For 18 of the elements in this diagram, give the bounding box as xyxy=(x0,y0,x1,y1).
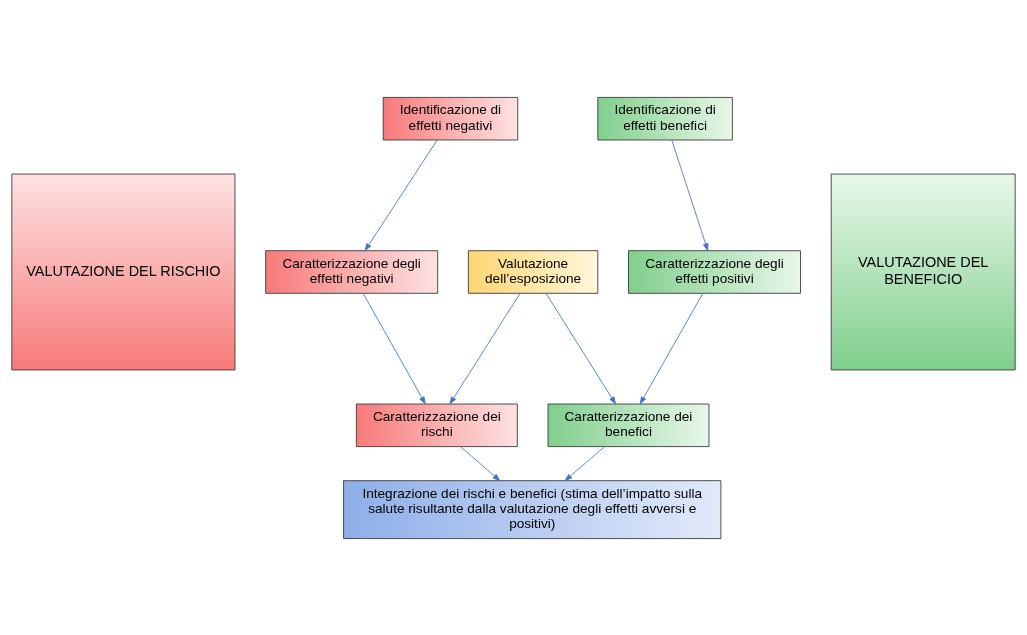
node-box: Valutazione dell’esposizione xyxy=(467,249,599,294)
node-box: Caratterizzazione dei rischi xyxy=(355,403,518,447)
node-box: Identificazione di effetti negativi xyxy=(382,96,519,140)
arrow xyxy=(362,292,426,404)
node-box: Caratterizzazione degli effetti negativi xyxy=(265,249,439,294)
node-box: Identificazione di effetti benefici xyxy=(597,96,733,140)
node-box: VALUTAZIONE DEL RISCHIO xyxy=(11,173,236,370)
arrow xyxy=(364,139,438,251)
node-box: Caratterizzazione dei benefici xyxy=(547,403,710,447)
arrow xyxy=(564,445,605,481)
arrow xyxy=(460,445,501,481)
node-box: VALUTAZIONE DEL BENEFICIO xyxy=(830,173,1016,370)
arrow xyxy=(545,292,616,404)
arrow xyxy=(671,139,709,251)
node-box: Caratterizzazione degli effetti positivi xyxy=(628,249,801,294)
arrow xyxy=(639,292,704,404)
node-box: Integrazione dei rischi e benefici (stima dell’impatto sulla salute risultante dalla valutazione degli effetti avversi e positivi) xyxy=(343,479,722,539)
arrow xyxy=(449,292,521,404)
